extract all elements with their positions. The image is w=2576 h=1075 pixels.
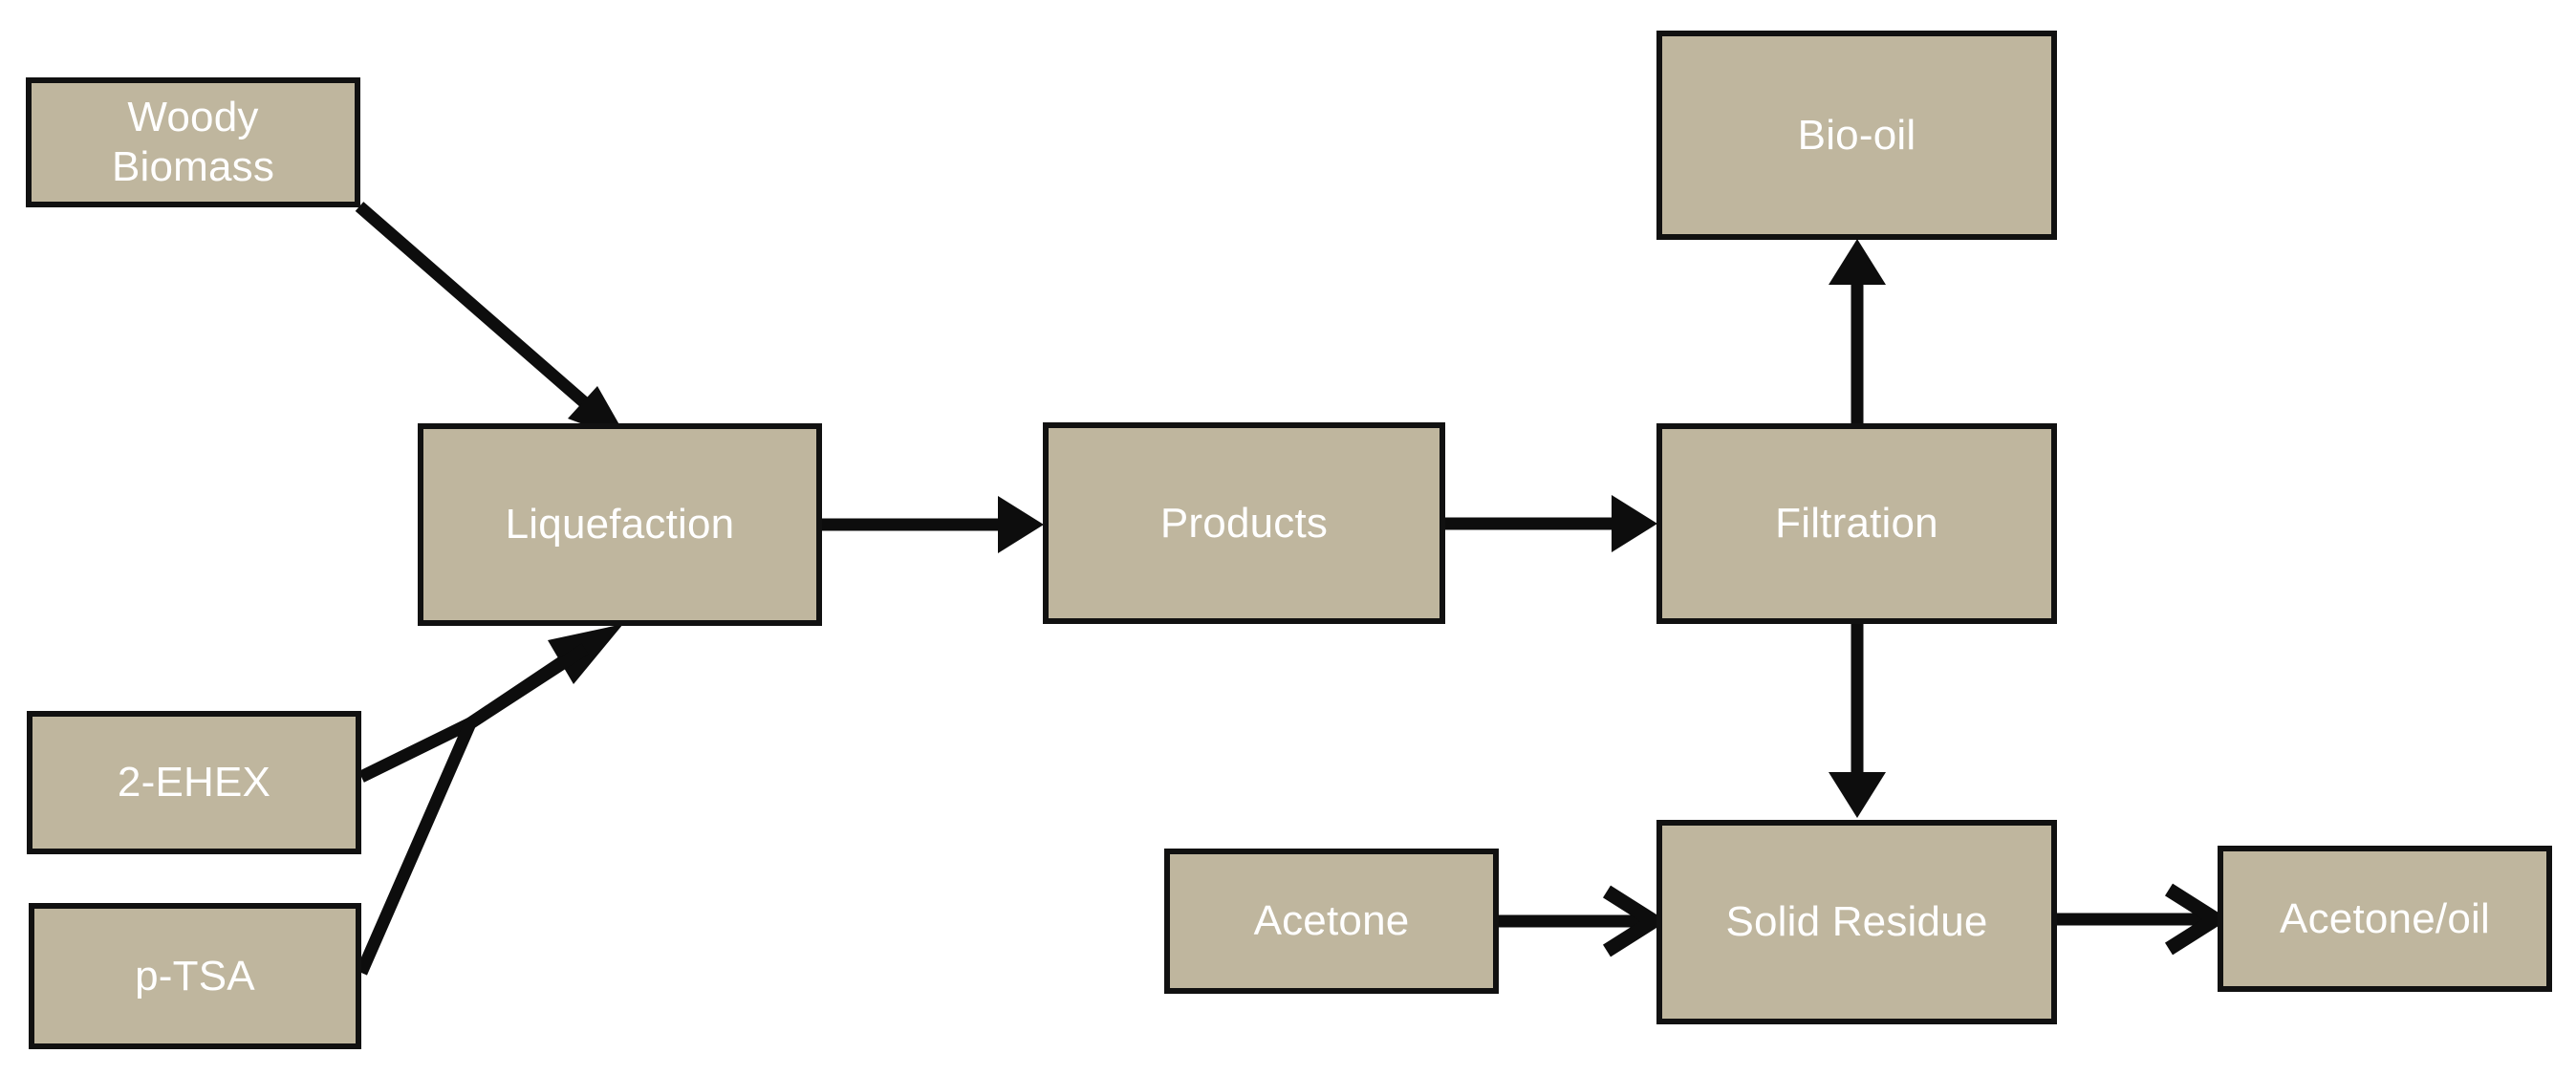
edge-filtration-to-bio-oil — [1829, 239, 1886, 426]
node-liquefaction[interactable]: Liquefaction — [418, 423, 822, 626]
node-solid-residue[interactable]: Solid Residue — [1656, 820, 2057, 1024]
node-label: 2-EHEX — [117, 759, 271, 806]
edge-liquefaction-to-products — [820, 496, 1044, 553]
node-2-ehex[interactable]: 2-EHEX — [27, 711, 361, 854]
node-label: Bio-oil — [1797, 111, 1916, 159]
node-label: Filtration — [1775, 500, 1938, 548]
node-acetone-oil[interactable]: Acetone/oil — [2218, 846, 2552, 992]
edge-2-ehex-to-liquefaction — [358, 624, 623, 783]
node-label: p-TSA — [135, 952, 255, 1000]
node-label: Woody Biomass — [111, 94, 275, 190]
node-p-tsa[interactable]: p-TSA — [29, 903, 361, 1049]
node-woody-biomass[interactable]: Woody Biomass — [26, 77, 360, 207]
node-bio-oil[interactable]: Bio-oil — [1656, 31, 2057, 240]
node-products[interactable]: Products — [1043, 422, 1445, 624]
edge-filtration-to-solid-residue — [1829, 621, 1886, 818]
node-acetone[interactable]: Acetone — [1164, 849, 1499, 994]
edge-p-tsa-to-liquefaction — [356, 643, 589, 976]
node-label: Acetone — [1253, 897, 1410, 945]
node-label: Products — [1159, 499, 1329, 547]
edge-products-to-filtration — [1443, 495, 1657, 552]
node-label: Acetone/oil — [2280, 894, 2490, 942]
edge-solid-residue-to-acetone-oil — [2055, 883, 2230, 956]
node-label: Solid Residue — [1725, 898, 1988, 946]
edge-acetone-to-solid-residue — [1497, 885, 1668, 957]
node-label: Liquefaction — [505, 501, 735, 548]
edge-woody-biomass-to-liquefaction — [355, 202, 629, 441]
node-filtration[interactable]: Filtration — [1656, 423, 2057, 624]
